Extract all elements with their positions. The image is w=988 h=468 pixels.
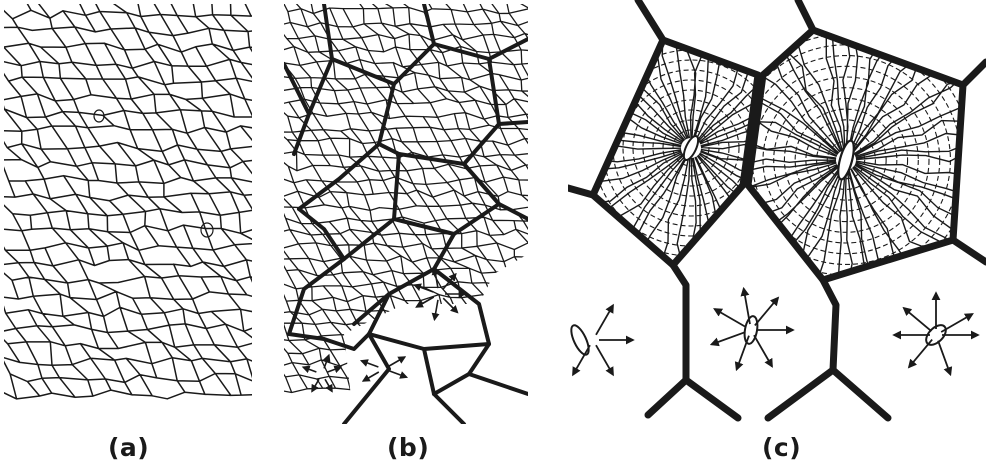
stress-arrow-c2-5 (737, 336, 749, 370)
mixed-crack-network-drawing (284, 4, 528, 424)
stress-arrow-c3-5 (909, 340, 932, 368)
primary-crack-c-2 (638, 0, 663, 40)
stress-arrow-b2-1 (390, 371, 407, 377)
stress-arrow-b2-2 (363, 372, 379, 381)
primary-crack-c-8 (686, 380, 738, 418)
stress-arrow-b1-4 (434, 300, 437, 320)
primary-crack-b-9 (434, 269, 528, 394)
panel-c-large-cell-cracks (568, 0, 986, 430)
primary-crack-c-5 (953, 240, 986, 262)
stress-arrow-c3-4 (938, 341, 950, 375)
fine-crack-lines (4, 4, 252, 399)
primary-crack-b-12 (369, 334, 489, 349)
primary-crack-c-7 (648, 265, 686, 415)
stress-arrow-b3-1 (328, 367, 341, 372)
stress-arrow-c2-2 (755, 298, 778, 326)
panel-b-mixed-crack-network (284, 4, 528, 424)
panel-a-fine-crack-network (4, 4, 252, 424)
stress-arrow-c1-0 (596, 305, 613, 334)
caption-a: (a) (108, 433, 149, 462)
pore-c-3 (568, 323, 592, 357)
primary-crack-c-3 (798, 0, 813, 30)
primary-crack-c-6 (568, 188, 593, 195)
stress-arrow-b2-0 (389, 357, 405, 366)
stress-arrow-b2-3 (361, 361, 378, 367)
stress-arrow-c1-2 (596, 345, 613, 374)
stress-arrow-c2-4 (754, 335, 772, 366)
primary-crack-c-10 (833, 370, 888, 418)
primary-crack-b-3 (434, 39, 528, 59)
caption-b: (b) (387, 433, 429, 462)
primary-crack-b-13 (424, 349, 469, 394)
stress-arrow-b1-3 (443, 298, 457, 312)
primary-crack-b-16 (499, 122, 528, 124)
primary-crack-b-5 (464, 164, 528, 219)
stress-arrow-c2-1 (744, 289, 750, 324)
large-cell-crack-drawing (568, 0, 986, 430)
stress-arrow-c3-0 (904, 308, 932, 331)
stress-arrow-c3-2 (941, 314, 972, 332)
stress-arrow-c2-0 (715, 309, 746, 327)
stress-arrow-b3-3 (312, 379, 319, 391)
stress-arrow-c2-6 (712, 332, 746, 344)
primary-crack-c-9 (768, 280, 836, 418)
caption-c: (c) (762, 433, 801, 462)
stress-arrow-b3-4 (303, 367, 316, 372)
primary-crack-c-4 (963, 62, 986, 85)
primary-crack-b-14 (434, 394, 464, 424)
fine-crack-network-drawing (4, 4, 252, 424)
